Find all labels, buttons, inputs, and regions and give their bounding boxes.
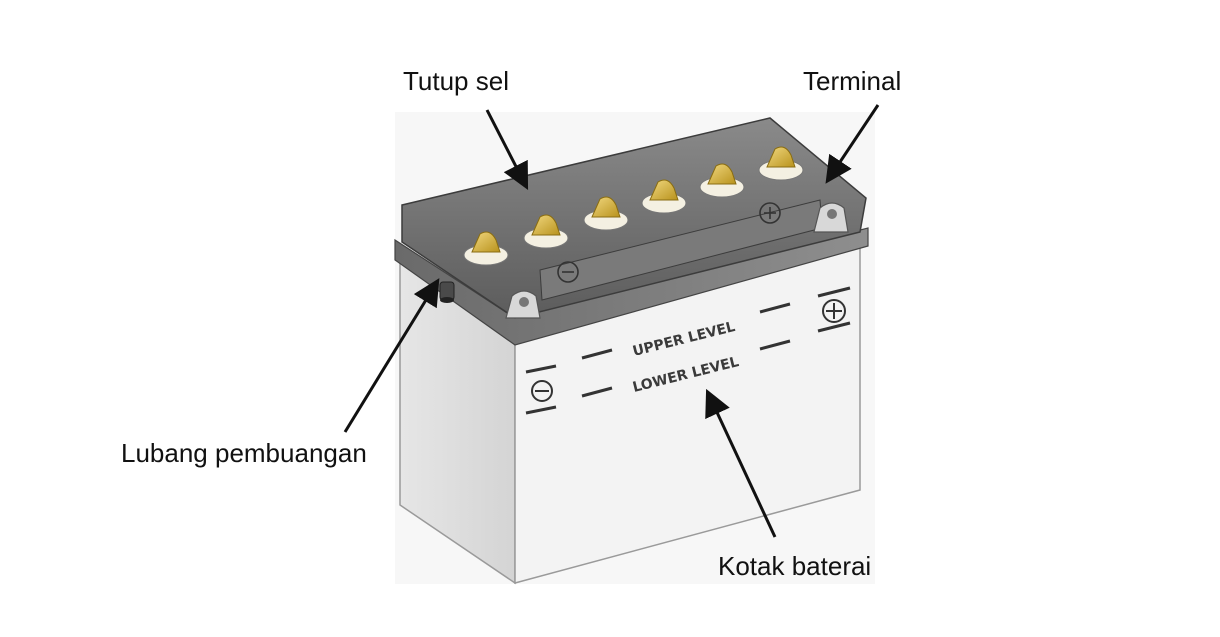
cell-cap: [641, 179, 687, 214]
terminal-arrow: [825, 104, 880, 184]
drain-hole: [439, 281, 455, 303]
cell-cap: [583, 196, 629, 231]
cell-cap: [463, 231, 509, 266]
battery-case: [399, 245, 861, 585]
terminal-negative: [505, 290, 541, 319]
terminal-positive: [813, 202, 849, 233]
plus-symbol-icon: [817, 286, 851, 333]
cell-cap: [523, 214, 569, 249]
drain-hole-arrow: [343, 278, 440, 433]
lid-plus-mark: [759, 202, 781, 224]
cell-caps: [463, 146, 804, 266]
cell-cap: [699, 163, 745, 198]
terminal-label: Terminal: [803, 66, 901, 96]
cell-cover-arrow: [485, 109, 529, 191]
cell-cap: [758, 146, 804, 181]
drain-hole-label: Lubang pembuangan: [121, 438, 367, 468]
minus-symbol-icon: [525, 364, 557, 415]
lid-minus-mark: [557, 261, 579, 283]
cell-cover-label: Tutup sel: [403, 66, 509, 96]
lid-top: [401, 117, 867, 319]
battery-case-label: Kotak baterai: [718, 551, 871, 581]
battery-case-arrow: [705, 388, 777, 538]
